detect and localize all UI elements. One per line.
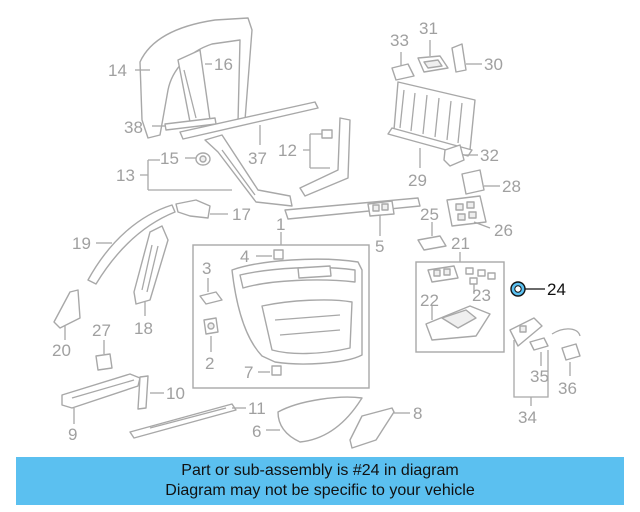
leader-26 — [473, 221, 491, 229]
part-11-strip — [129, 403, 237, 439]
callout-3: 3 — [202, 259, 211, 278]
part-18-trim — [133, 225, 169, 305]
callout-4: 4 — [240, 247, 249, 266]
part-20-trim — [53, 289, 81, 329]
part-12-bracket — [299, 117, 351, 197]
part-9-armrest — [61, 373, 141, 409]
callout-6: 6 — [252, 422, 261, 441]
part-27-cover — [95, 353, 113, 371]
info-banner: Part or sub-assembly is #24 in diagram D… — [16, 457, 624, 505]
part-13-trim-rail — [204, 134, 293, 207]
callout-34: 34 — [518, 408, 537, 427]
callout-10: 10 — [166, 384, 185, 403]
callout-29: 29 — [408, 171, 427, 190]
callout-24: 24 — [547, 280, 566, 299]
callout-26: 26 — [494, 221, 513, 240]
callout-9: 9 — [68, 425, 77, 444]
banner-line-1: Part or sub-assembly is #24 in diagram — [181, 462, 459, 479]
part-29-sunshade — [387, 81, 476, 157]
callout-25: 25 — [420, 205, 439, 224]
part-4-clip — [273, 249, 284, 260]
callout-19: 19 — [72, 234, 91, 253]
part-37-strip — [179, 101, 319, 140]
part-28-cover — [461, 169, 485, 195]
callout-21: 21 — [451, 234, 470, 253]
part-10-strip — [137, 375, 149, 410]
part-17-bracket — [175, 199, 211, 219]
callout-1: 1 — [276, 215, 285, 234]
part-2-clip — [203, 317, 219, 335]
part-19-strip — [87, 204, 176, 285]
part-32-mount — [443, 144, 465, 167]
callout-11: 11 — [248, 399, 266, 418]
part-34-switch-housing — [509, 317, 543, 347]
part-1-door-panel — [231, 258, 363, 365]
part-24-highlighted — [510, 281, 526, 297]
callout-17: 17 — [232, 205, 251, 224]
callout-23: 23 — [472, 286, 491, 305]
callout-27: 27 — [92, 321, 111, 340]
callout-13: 13 — [116, 166, 135, 185]
leader-13 — [140, 159, 232, 191]
part-25-bezel — [417, 235, 447, 251]
callout-15: 15 — [160, 149, 179, 168]
part-6-panel — [277, 396, 363, 443]
banner-line-2: Diagram may not be specific to your vehi… — [165, 482, 475, 499]
leader-12 — [303, 133, 330, 169]
part-23-switches — [427, 265, 496, 285]
callout-28: 28 — [502, 177, 521, 196]
part-33-bracket — [391, 63, 415, 81]
part-5-handle-strip — [284, 197, 421, 220]
part-22-panel — [425, 305, 491, 341]
callout-7: 7 — [244, 363, 253, 382]
callout-16: 16 — [214, 55, 233, 74]
parts-diagram: 14 16 38 37 15 13 12 33 31 30 32 29 28 2… — [52, 17, 581, 449]
callout-22: 22 — [420, 291, 439, 310]
callout-30: 30 — [484, 55, 503, 74]
part-26-switch — [446, 195, 487, 227]
callout-36: 36 — [558, 379, 577, 398]
part-3-button — [199, 291, 223, 305]
callout-35: 35 — [530, 367, 549, 386]
callout-32: 32 — [480, 146, 499, 165]
callout-18: 18 — [134, 319, 153, 338]
callout-2: 2 — [205, 354, 214, 373]
callout-14: 14 — [108, 61, 127, 80]
part-8-panel — [349, 407, 395, 449]
part-36-harness — [551, 328, 581, 361]
callout-20: 20 — [52, 341, 71, 360]
callout-8: 8 — [413, 404, 422, 423]
callout-12: 12 — [278, 141, 297, 160]
part-31-bracket — [417, 55, 449, 73]
callout-31: 31 — [419, 19, 438, 38]
part-35-lamp — [529, 337, 549, 351]
callout-33: 33 — [390, 31, 409, 50]
part-7-clip — [271, 365, 282, 376]
callout-37: 37 — [248, 149, 267, 168]
part-15-clip — [195, 152, 211, 166]
callout-38: 38 — [124, 118, 143, 137]
part-30-bracket — [451, 43, 467, 73]
callout-5: 5 — [375, 237, 384, 256]
